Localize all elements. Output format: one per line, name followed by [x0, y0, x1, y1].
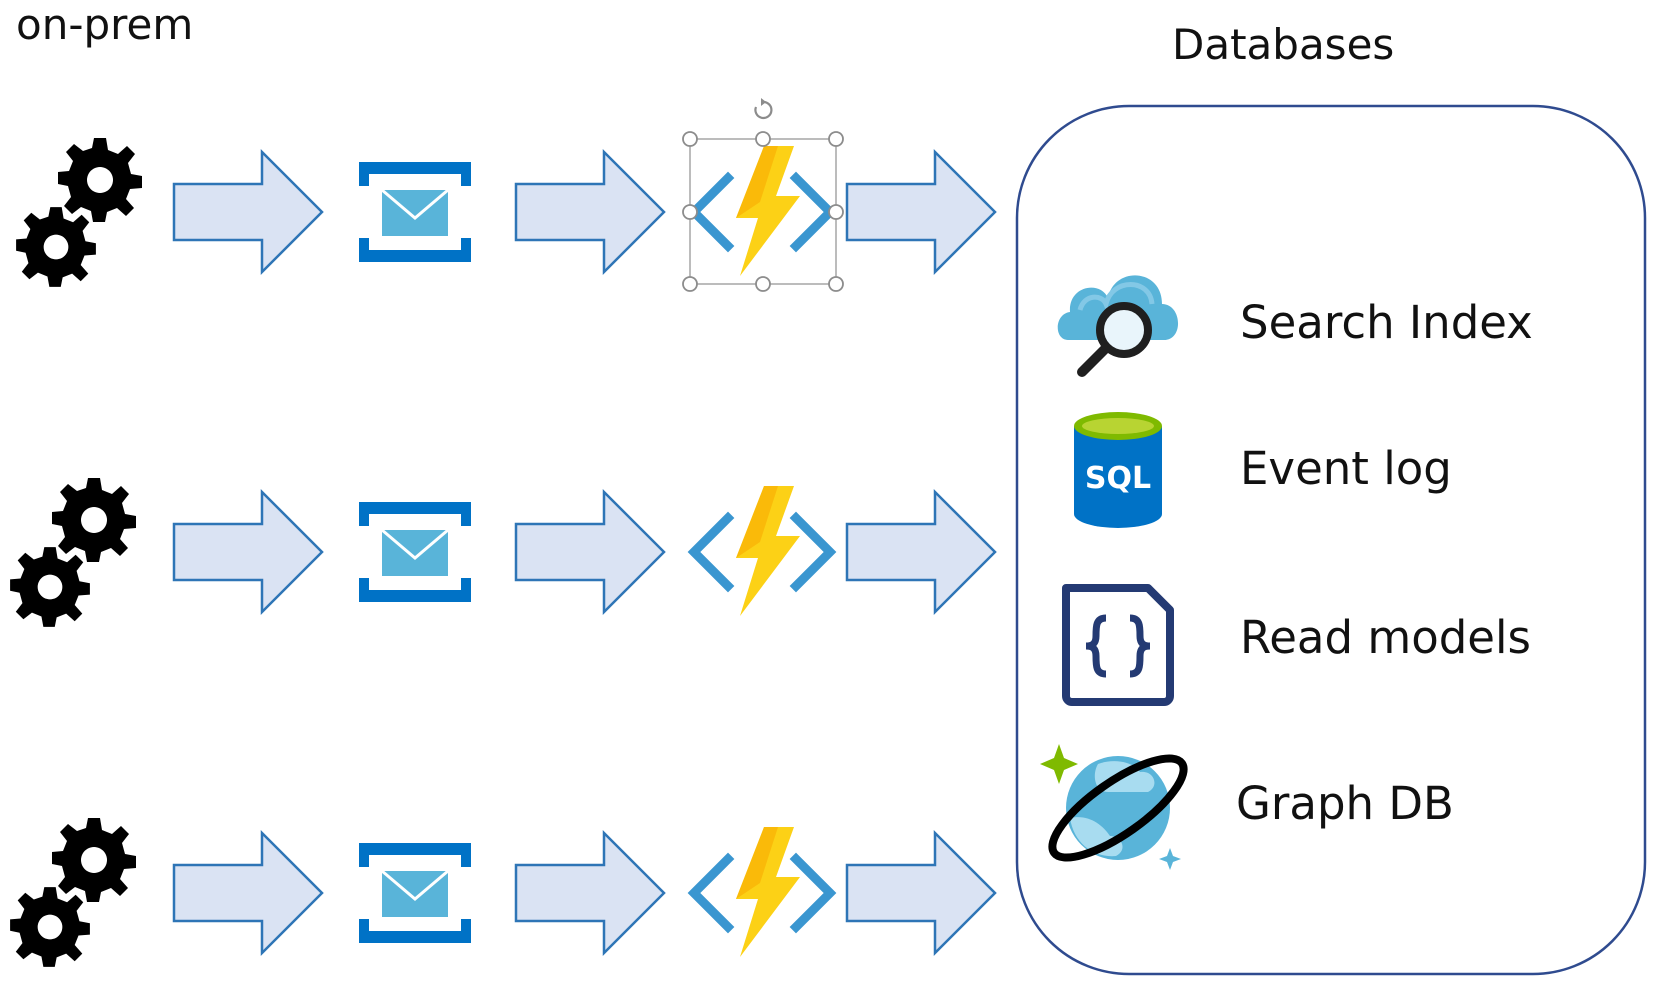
azure-function-icon[interactable] [694, 146, 830, 276]
arrow-right-icon [514, 150, 666, 274]
service-bus-queue-icon [357, 841, 473, 945]
arrow-right-icon [845, 150, 997, 274]
service-bus-queue-icon [357, 160, 473, 264]
gear-icon [10, 887, 90, 967]
search-cloud-icon [1057, 275, 1179, 377]
on-prem-label: on-prem [16, 0, 194, 49]
json-document-icon [1062, 584, 1174, 706]
arrow-right-icon [172, 831, 324, 955]
gear-icon [52, 478, 136, 562]
arrow-right-icon [514, 490, 666, 614]
azure-function-icon[interactable] [694, 827, 830, 957]
gear-icon [16, 207, 96, 287]
event-log-label: Event log [1240, 442, 1452, 495]
search-index-label: Search Index [1240, 296, 1533, 349]
service-bus-queue-icon [357, 500, 473, 604]
sql-database-icon: SQL [1074, 412, 1162, 528]
rotate-handle-icon[interactable] [754, 98, 773, 120]
pipeline-row-2 [10, 478, 997, 627]
gear-icon [52, 818, 136, 902]
gear-icon [58, 138, 142, 222]
arrow-right-icon [172, 490, 324, 614]
arrow-right-icon [845, 831, 997, 955]
arrow-right-icon [514, 831, 666, 955]
azure-function-icon[interactable] [694, 486, 830, 616]
databases-container [1015, 104, 1647, 976]
selection-handles[interactable] [682, 131, 844, 292]
sql-glyph: SQL [1085, 461, 1151, 496]
arrow-right-icon [172, 150, 324, 274]
cosmos-db-icon [1040, 744, 1188, 870]
pipeline-row-3 [10, 818, 997, 967]
arrow-right-icon [845, 490, 997, 614]
read-models-label: Read models [1240, 611, 1531, 664]
gear-icon [10, 547, 90, 627]
graph-db-label: Graph DB [1236, 777, 1454, 830]
pipeline-row-1 [16, 98, 997, 292]
databases-heading: Databases [1172, 20, 1395, 69]
